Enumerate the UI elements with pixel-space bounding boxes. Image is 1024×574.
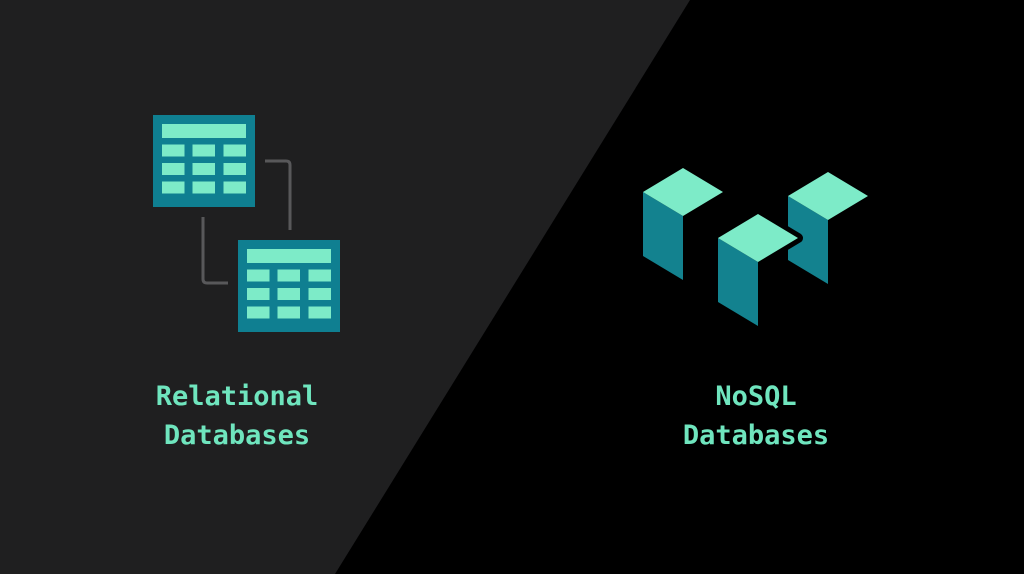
right-caption: NoSQL Databases xyxy=(586,377,926,455)
relation-link-right xyxy=(265,159,292,230)
cube-left xyxy=(643,168,723,280)
cube-left-side-face xyxy=(643,192,683,280)
right-caption-line2: Databases xyxy=(682,420,830,451)
left-caption-line2: Databases xyxy=(163,420,311,451)
relation-link-left xyxy=(201,217,228,285)
right-caption-line1: NoSQL xyxy=(715,381,797,412)
cube-left-top-face xyxy=(643,168,723,216)
relational-tables-icon xyxy=(153,115,340,332)
left-caption: Relational Databases xyxy=(67,377,407,455)
cube-right-side-face xyxy=(788,196,828,284)
cube-middle xyxy=(713,209,803,330)
left-caption-line1: Relational xyxy=(155,381,319,412)
cube-middle-side-face xyxy=(718,238,758,326)
table-bottom-right xyxy=(238,240,340,332)
cube-right xyxy=(788,172,868,284)
nosql-cubes-icon xyxy=(643,168,868,330)
table-top-left xyxy=(153,115,255,207)
cube-middle-top-face xyxy=(718,214,798,262)
cube-right-top-face xyxy=(788,172,868,220)
